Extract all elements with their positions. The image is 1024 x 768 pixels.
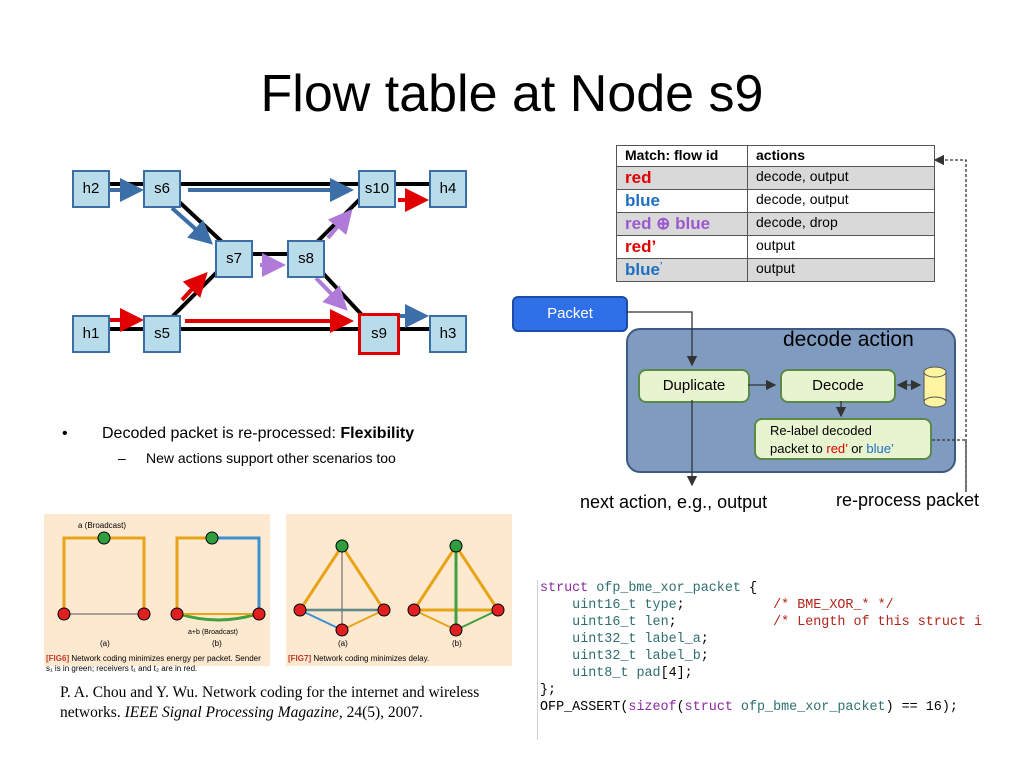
- node-s10: s10: [358, 170, 396, 208]
- table-row: blue’output: [616, 258, 935, 282]
- fig7-label-a: (a): [338, 639, 348, 648]
- slide-title: Flow table at Node s9: [260, 65, 764, 123]
- fig6-label-b: (b): [212, 639, 222, 648]
- citation: P. A. Chou and Y. Wu. Network coding for…: [60, 684, 480, 721]
- fig7-label-b: (b): [452, 639, 462, 648]
- node-h4: h4: [429, 170, 467, 208]
- code-line: uint32_t label_a;: [572, 632, 709, 647]
- bullet-sub-text: New actions support other scenarios too: [146, 450, 396, 466]
- node-s8: s8: [287, 240, 325, 278]
- storage-icon: [923, 366, 947, 408]
- fig6-graphs: a (Broadcast) a+b (Broadcast) (a) (b): [57, 521, 266, 648]
- bullet-main-text: Decoded packet is re-processed: Flexibil…: [102, 425, 415, 442]
- table-row: red’output: [616, 235, 935, 259]
- node-h3: h3: [429, 315, 467, 353]
- relabel-box: Re-label decoded packet to red’ or blue’: [754, 418, 932, 460]
- decode-action-label: decode action: [783, 328, 914, 351]
- fig6-broadcast-b-label: a+b (Broadcast): [188, 629, 238, 636]
- fig7-caption: [FIG7] Network coding minimizes delay.: [288, 654, 430, 663]
- node-s5: s5: [143, 315, 181, 353]
- fig7-graphs: (a) (b): [293, 539, 505, 648]
- figure-7: (a) (b) [FIG7] Network coding minimizes …: [286, 514, 512, 666]
- node-s6: s6: [143, 170, 181, 208]
- flow-action: output: [747, 258, 935, 282]
- flow-match: red: [616, 166, 748, 190]
- bullet-dot: •: [62, 425, 68, 442]
- flow-action: decode, output: [747, 189, 935, 213]
- packet-box: Packet: [512, 296, 628, 332]
- flow-match: red’: [616, 235, 748, 259]
- fig6-caption: [FIG6] Network coding minimizes energy p…: [46, 654, 261, 673]
- duplicate-box: Duplicate: [638, 369, 750, 403]
- fig6-broadcast-label: a (Broadcast): [78, 521, 126, 530]
- code-line: uint32_t label_b;: [572, 649, 709, 664]
- reprocess-label: re-process packet: [836, 490, 980, 510]
- next-action-label: next action, e.g., output: [580, 492, 768, 512]
- fig6-label-a: (a): [100, 639, 110, 648]
- code-line: uint16_t type; /* BME_XOR_* */: [572, 598, 894, 613]
- code-line: uint16_t len; /* Length of this struct i: [572, 615, 983, 630]
- bullet-dash: –: [118, 450, 126, 466]
- table-header-actions: actions: [747, 145, 935, 167]
- node-h2: h2: [72, 170, 110, 208]
- code-block: struct ofp_bme_xor_packet { uint16_t typ…: [537, 580, 1024, 740]
- flow-action: decode, output: [747, 166, 935, 190]
- decode-connectors: [626, 154, 967, 492]
- code-line: uint8_t pad[4];: [572, 666, 693, 681]
- flow-match: blue’: [616, 258, 748, 282]
- node-s7: s7: [215, 240, 253, 278]
- decode-box: Decode: [780, 369, 896, 403]
- node-s9: s9: [358, 313, 400, 355]
- network-topology: [90, 178, 450, 333]
- figure-6: a (Broadcast) a+b (Broadcast) (a) (b) [F…: [44, 514, 270, 673]
- node-h1: h1: [72, 315, 110, 353]
- flow-action: output: [747, 235, 935, 259]
